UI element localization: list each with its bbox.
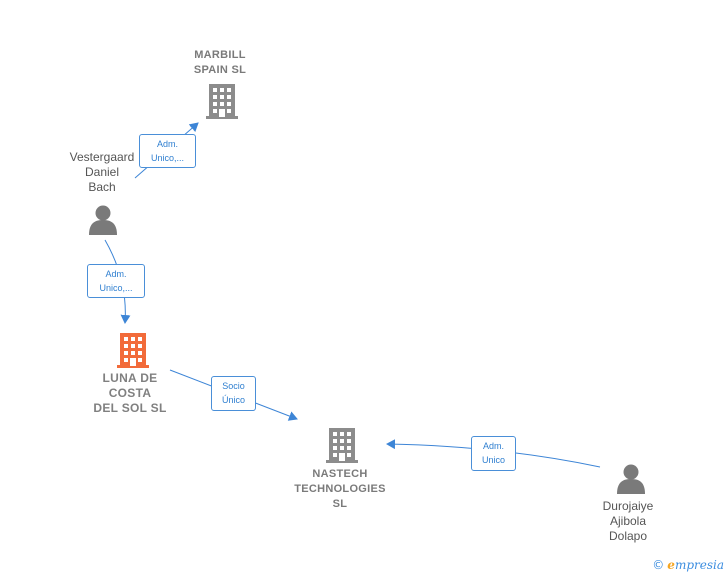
edge-label-line: Unico,... xyxy=(99,283,133,293)
label-line: Bach xyxy=(88,180,116,194)
person-label-durojaiye[interactable]: Durojaiye Ajibola Dolapo xyxy=(578,499,678,544)
label-line: TECHNOLOGIES xyxy=(294,483,386,495)
edge-label-line: Unico,... xyxy=(150,153,184,163)
edge-label-vestergaard-marbill[interactable]: Adm. Unico,... xyxy=(139,134,196,168)
person-icon[interactable] xyxy=(617,464,645,495)
label-line: Vestergaard xyxy=(69,150,135,164)
edge-label-line: Adm. xyxy=(105,269,127,279)
label-line: MARBILL xyxy=(194,49,246,61)
company-label-nastech[interactable]: NASTECH TECHNOLOGIES SL xyxy=(280,467,400,512)
label-line: DEL SOL SL xyxy=(93,401,167,415)
copyright-icon: © xyxy=(652,558,665,572)
edge-label-durojaiye-nastech[interactable]: Adm. Unico xyxy=(471,436,516,471)
edge-label-line: Socio xyxy=(222,381,245,391)
edge-label-luna-nastech[interactable]: Socio Único xyxy=(211,376,256,411)
label-line: Ajibola xyxy=(609,514,647,528)
empresia-watermark: ©empresia xyxy=(652,558,724,572)
person-icon[interactable] xyxy=(89,205,117,236)
edge-label-vestergaard-luna[interactable]: Adm. Unico,... xyxy=(87,264,145,298)
edge-label-line: Adm. xyxy=(482,441,504,451)
label-line: Durojaiye xyxy=(602,499,654,513)
label-line: Daniel xyxy=(84,165,120,179)
company-label-luna[interactable]: LUNA DE COSTA DEL SOL SL xyxy=(70,371,190,416)
edge-label-line: Unico xyxy=(481,455,505,465)
label-line: NASTECH xyxy=(312,468,368,480)
building-icon[interactable] xyxy=(117,333,149,368)
edge-label-line: Adm. xyxy=(156,139,178,149)
brand-name: mpresia xyxy=(674,558,724,572)
edge-label-line: Único xyxy=(221,395,245,405)
person-label-vestergaard[interactable]: Vestergaard Daniel Bach xyxy=(52,150,152,195)
label-line: SL xyxy=(332,498,348,510)
label-line: LUNA DE xyxy=(102,371,158,385)
label-line: SPAIN SL xyxy=(193,64,247,76)
label-line: Dolapo xyxy=(608,529,648,543)
label-line: COSTA xyxy=(108,386,152,400)
building-icon[interactable] xyxy=(206,84,238,119)
brand-initial: e xyxy=(667,558,675,572)
building-icon[interactable] xyxy=(326,428,358,463)
company-label-marbill[interactable]: MARBILL SPAIN SL xyxy=(170,48,270,78)
